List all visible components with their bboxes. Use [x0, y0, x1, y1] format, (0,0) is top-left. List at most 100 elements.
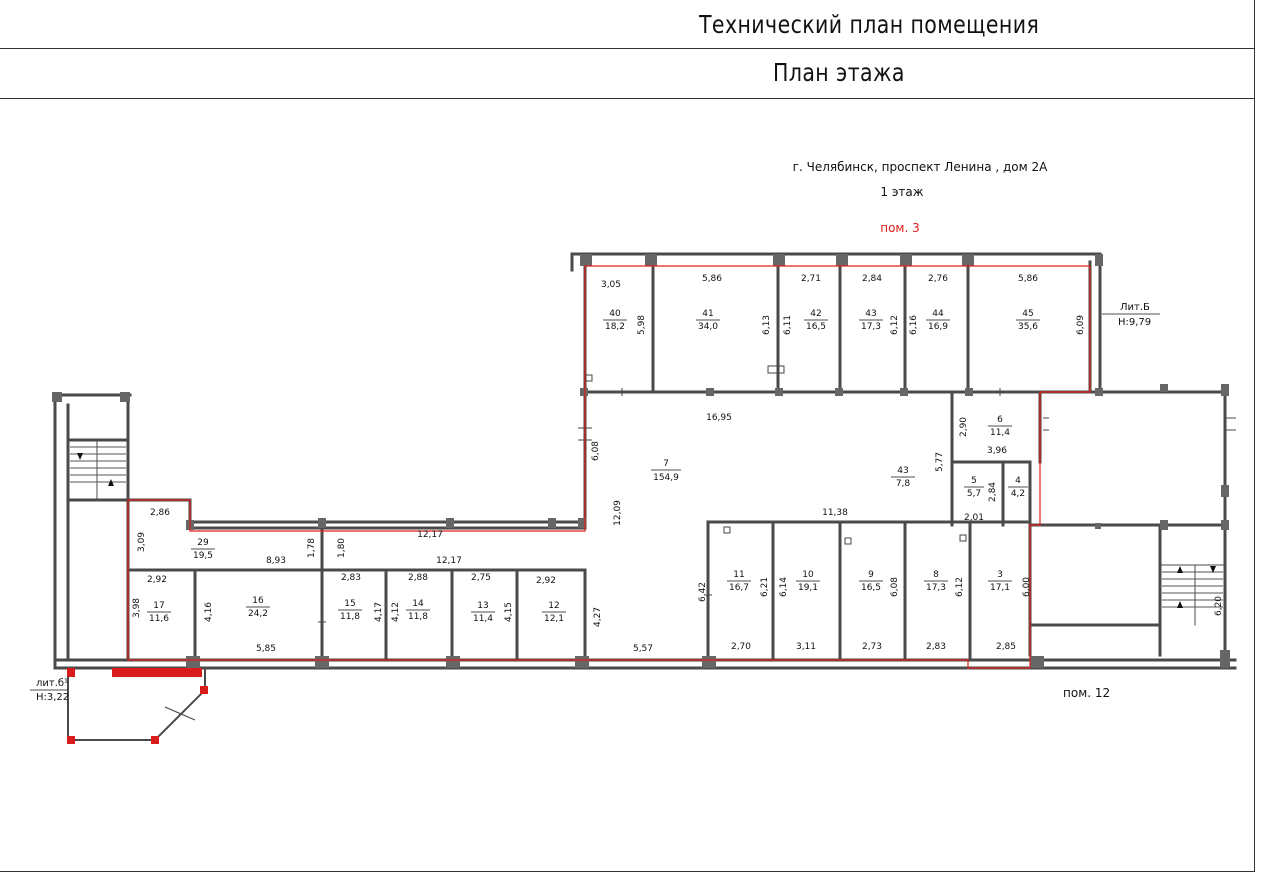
- room-45: 45 35,6: [1016, 309, 1040, 332]
- dim: 6,11: [783, 315, 793, 335]
- subtitle-row: План этажа: [0, 49, 1255, 99]
- premises-boundary: [127, 265, 1091, 669]
- svg-text:16,9: 16,9: [928, 322, 948, 332]
- svg-text:17,3: 17,3: [926, 583, 946, 593]
- svg-text:45: 45: [1022, 309, 1033, 319]
- dim: 4,27: [593, 607, 603, 627]
- dim: 2,01: [964, 513, 984, 523]
- svg-text:7,8: 7,8: [896, 479, 911, 489]
- svg-text:43: 43: [865, 309, 876, 319]
- wall-columns: [52, 254, 1230, 668]
- dim: 3,05: [601, 280, 621, 290]
- dim: 2,76: [928, 274, 948, 284]
- room-8: 817,3: [924, 570, 948, 593]
- svg-text:19,5: 19,5: [193, 551, 213, 561]
- svg-text:16,7: 16,7: [729, 583, 749, 593]
- document-subtitle: План этажа: [773, 58, 905, 87]
- dim: 5,57: [633, 644, 653, 654]
- drawing-frame: [0, 0, 1255, 872]
- dim: 2,84: [862, 274, 882, 284]
- dim: 2,70: [731, 642, 751, 652]
- lit-b-height: Н:9,79: [1118, 317, 1151, 328]
- dim: 16,95: [706, 413, 732, 423]
- svg-text:19,1: 19,1: [798, 583, 818, 593]
- dim: 12,17: [436, 556, 462, 566]
- svg-text:41: 41: [702, 309, 713, 319]
- dim: 2,85: [996, 642, 1016, 652]
- floor-label: 1 этаж: [880, 185, 923, 199]
- svg-text:15: 15: [344, 599, 355, 609]
- dim: 1,80: [337, 538, 347, 558]
- svg-text:11: 11: [733, 570, 744, 580]
- svg-text:17,3: 17,3: [861, 322, 881, 332]
- svg-text:40: 40: [609, 309, 621, 319]
- dim: 12,09: [613, 500, 623, 526]
- room-43: 43 17,3: [859, 309, 883, 332]
- dim: 2,83: [341, 573, 361, 583]
- svg-text:17,1: 17,1: [990, 583, 1010, 593]
- dim: 6,12: [955, 577, 965, 597]
- dim: 3,96: [987, 446, 1007, 456]
- svg-text:35,6: 35,6: [1018, 322, 1038, 332]
- document-title: Технический план помещения: [699, 10, 1040, 39]
- dim: 6,12: [890, 315, 900, 335]
- room-44: 44 16,9: [926, 309, 950, 332]
- floor-plan: г. Челябинск, проспект Ленина , дом 2А 1…: [30, 160, 1237, 744]
- dim: 2,92: [147, 575, 167, 585]
- svg-text:6: 6: [997, 415, 1003, 425]
- room-7: 7 154,9: [651, 459, 681, 483]
- svg-text:154,9: 154,9: [653, 473, 679, 483]
- svg-text:11,6: 11,6: [149, 614, 169, 624]
- svg-text:7: 7: [663, 459, 669, 469]
- dim: 6,08: [591, 441, 601, 461]
- premises-fill-marks: [67, 668, 208, 744]
- svg-text:9: 9: [868, 570, 874, 580]
- lit-b1-height: Н:3,22: [36, 692, 69, 703]
- dim: 3,98: [132, 598, 142, 618]
- dim: 2,92: [536, 576, 556, 586]
- room-3: 317,1: [988, 570, 1012, 593]
- svg-text:8: 8: [933, 570, 939, 580]
- dim: 5,86: [702, 274, 722, 284]
- room-10: 10 19,1: [796, 570, 820, 593]
- lit-b1-label: лит.б¹: [36, 678, 68, 689]
- svg-text:5,7: 5,7: [967, 489, 981, 499]
- title-row: Технический план помещения: [0, 0, 1255, 49]
- stair-arrows: [77, 453, 1216, 608]
- dim: 3,11: [796, 642, 816, 652]
- svg-text:11,8: 11,8: [408, 612, 428, 622]
- dim: 5,86: [1018, 274, 1038, 284]
- dim: 4,16: [204, 602, 214, 622]
- dim: 11,38: [822, 508, 848, 518]
- premises-label: пом. 3: [880, 221, 920, 235]
- svg-text:3: 3: [997, 570, 1003, 580]
- svg-text:10: 10: [802, 570, 814, 580]
- svg-text:13: 13: [477, 601, 488, 611]
- dim: 6,21: [760, 577, 770, 597]
- svg-text:5: 5: [971, 476, 977, 486]
- svg-text:44: 44: [932, 309, 944, 319]
- dim: 6,16: [909, 315, 919, 335]
- dim: 1,78: [307, 538, 317, 558]
- room-11: 11 16,7: [727, 570, 751, 593]
- svg-text:16: 16: [252, 596, 264, 606]
- dim: 2,86: [150, 508, 170, 518]
- address-label: г. Челябинск, проспект Ленина , дом 2А: [793, 160, 1048, 174]
- svg-text:12: 12: [548, 601, 559, 611]
- dim: 5,98: [637, 315, 647, 335]
- neighbor-premises-label: пом. 12: [1063, 686, 1110, 700]
- dim: 2,71: [801, 274, 821, 284]
- room-43-corridor: 437,8: [891, 466, 915, 489]
- svg-text:16,5: 16,5: [806, 322, 826, 332]
- dim: 6,08: [890, 577, 900, 597]
- room-9: 916,5: [859, 570, 883, 593]
